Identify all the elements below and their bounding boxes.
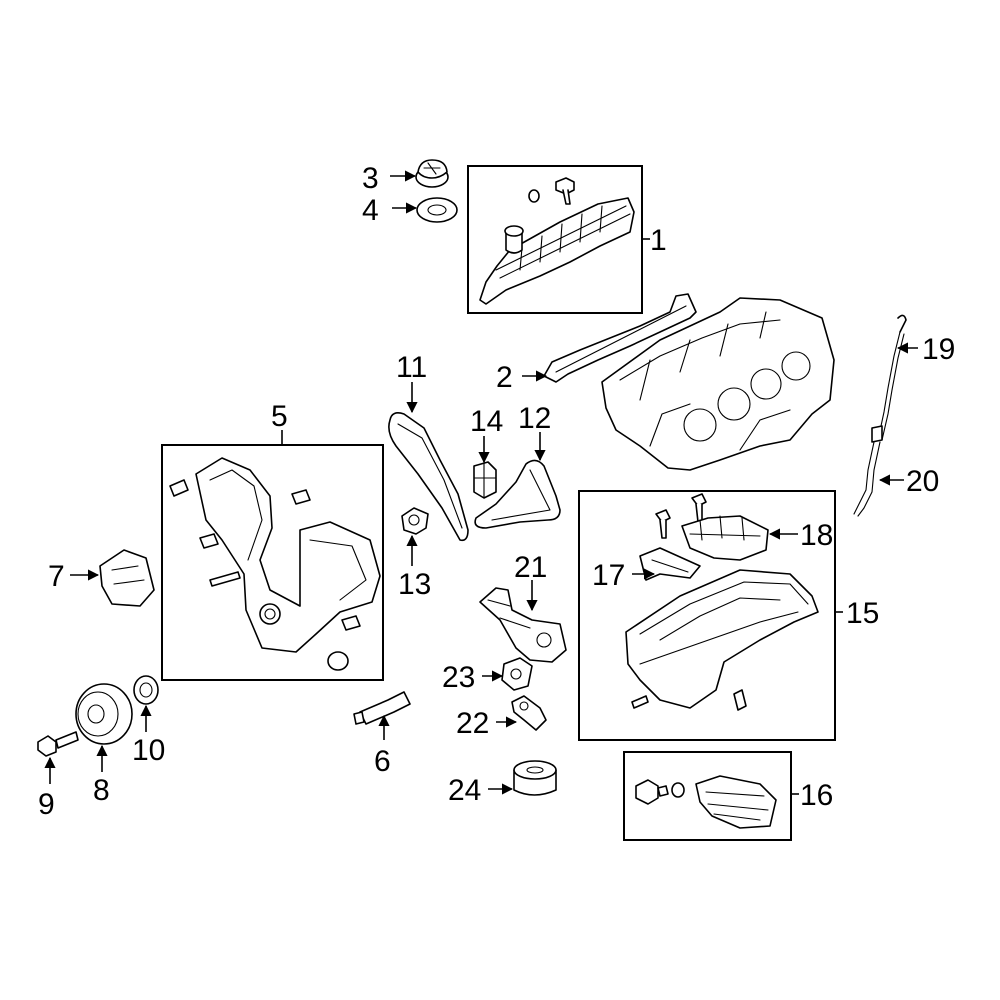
callout-3: 3 (362, 162, 379, 195)
group-box-15 (578, 490, 836, 741)
group-box-16 (623, 751, 792, 841)
oil-pump[interactable] (479, 587, 567, 663)
crankshaft-seal[interactable] (133, 675, 159, 705)
callout-1: 1 (650, 224, 667, 257)
callout-16: 16 (800, 779, 833, 812)
oil-pump-gasket[interactable] (501, 657, 533, 691)
timing-cover[interactable] (169, 457, 381, 671)
callout-19: 19 (922, 333, 955, 366)
callout-12: 12 (518, 402, 551, 435)
callout-6: 6 (374, 745, 391, 778)
callout-labels: 3 4 1 2 5 11 12 14 13 7 9 8 10 6 21 23 2… (38, 162, 955, 821)
callout-21: 21 (514, 551, 547, 584)
oil-filter[interactable] (513, 760, 557, 796)
callout-13: 13 (398, 568, 431, 601)
oil-pickup-tube[interactable] (511, 695, 547, 731)
oil-pan[interactable] (625, 493, 819, 711)
callout-14: 14 (470, 405, 503, 438)
callout-18: 18 (800, 519, 833, 552)
callout-2: 2 (496, 361, 513, 394)
dipstick-tube[interactable] (853, 425, 883, 517)
callout-7: 7 (48, 560, 65, 593)
engine-block (601, 297, 835, 471)
callout-10: 10 (132, 734, 165, 767)
leader-lines (44, 170, 918, 795)
timing-cover-bracket[interactable] (99, 549, 155, 607)
callout-11: 11 (396, 351, 427, 384)
chain-guide[interactable] (401, 507, 429, 535)
callout-17: 17 (592, 559, 625, 592)
valve-cover[interactable] (479, 177, 635, 305)
oil-filler-cap[interactable] (415, 159, 449, 188)
oil-strainer[interactable] (635, 775, 777, 829)
oil-pan-bracket[interactable] (639, 547, 701, 581)
callout-9: 9 (38, 788, 55, 821)
callout-5: 5 (271, 400, 288, 433)
chain-tensioner[interactable] (473, 461, 497, 499)
oil-dipstick[interactable] (877, 314, 907, 441)
group-box-5 (161, 444, 384, 681)
callout-23: 23 (442, 661, 475, 694)
callout-20: 20 (906, 465, 939, 498)
pulley-bolt[interactable] (37, 731, 79, 757)
timing-chain[interactable] (388, 412, 469, 542)
secondary-timing-chain[interactable] (474, 459, 561, 529)
filler-cap-seal[interactable] (416, 197, 458, 223)
sealant-tube[interactable] (353, 691, 411, 725)
callout-24: 24 (448, 774, 481, 807)
callout-15: 15 (846, 597, 879, 630)
callout-22: 22 (456, 707, 489, 740)
oil-baffle[interactable] (681, 515, 769, 561)
crankshaft-pulley[interactable] (75, 683, 133, 745)
valve-cover-gasket[interactable] (543, 293, 697, 383)
callout-8: 8 (93, 774, 110, 807)
callout-4: 4 (362, 194, 379, 227)
